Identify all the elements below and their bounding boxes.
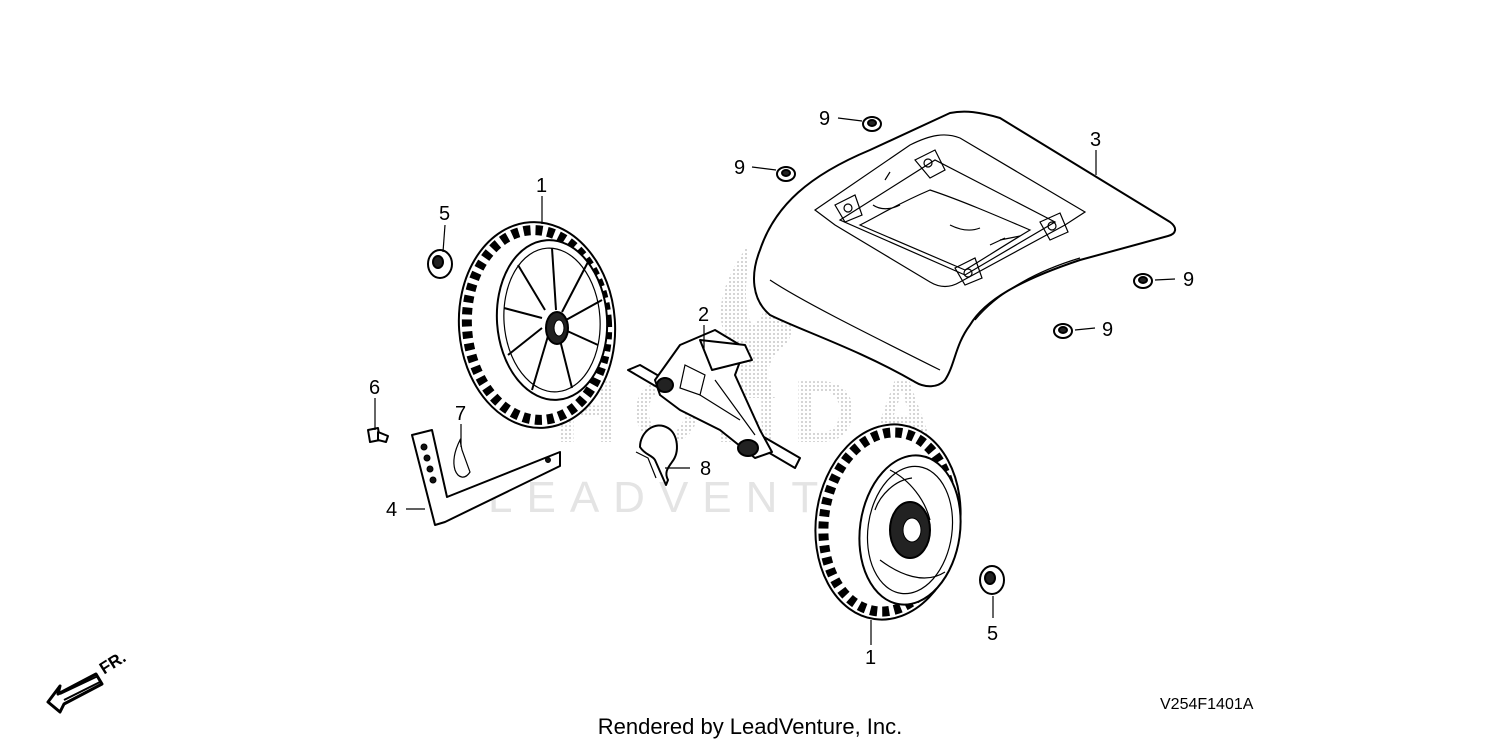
- callout-wheel-right: 1: [865, 647, 876, 669]
- diagram-code: V254F1401A: [1160, 696, 1254, 713]
- callout-wheel-left: 1: [536, 175, 547, 197]
- wheel-part-right: [814, 423, 962, 621]
- clip-part: [635, 424, 678, 486]
- callout-bolt: 6: [369, 377, 380, 399]
- callouts: 1 5 2 3 6 7 4 8 9 9 9 9 5 1: [369, 108, 1194, 669]
- height-lever-part: [411, 429, 561, 526]
- callout-pin: 7: [455, 403, 466, 425]
- front-direction-arrow-icon: [46, 672, 104, 714]
- callout-grommet-4: 9: [1102, 319, 1113, 341]
- pin-part: [453, 438, 471, 478]
- rendered-by-footer: Rendered by LeadVenture, Inc.: [597, 714, 903, 739]
- wheel-part-left: [457, 221, 617, 429]
- callout-clip: 8: [700, 458, 711, 480]
- callout-grommet-3: 9: [1183, 269, 1194, 291]
- callout-pivot-bracket: 2: [698, 304, 709, 326]
- top-cover-part: [753, 110, 1176, 388]
- callout-grommet-2: 9: [734, 157, 745, 179]
- callout-wheel-nut-right: 5: [987, 623, 998, 645]
- wheel-nut-part: [427, 249, 1005, 595]
- callout-top-cover: 3: [1090, 129, 1101, 151]
- callout-height-lever: 4: [386, 499, 397, 521]
- axle-bracket-part: [627, 329, 801, 469]
- callout-grommet-1: 9: [819, 108, 830, 130]
- grommet-part: [776, 116, 1153, 339]
- leader-lines: [374, 117, 1176, 645]
- bolt-part: [367, 427, 389, 443]
- callout-wheel-nut-left: 5: [439, 203, 450, 225]
